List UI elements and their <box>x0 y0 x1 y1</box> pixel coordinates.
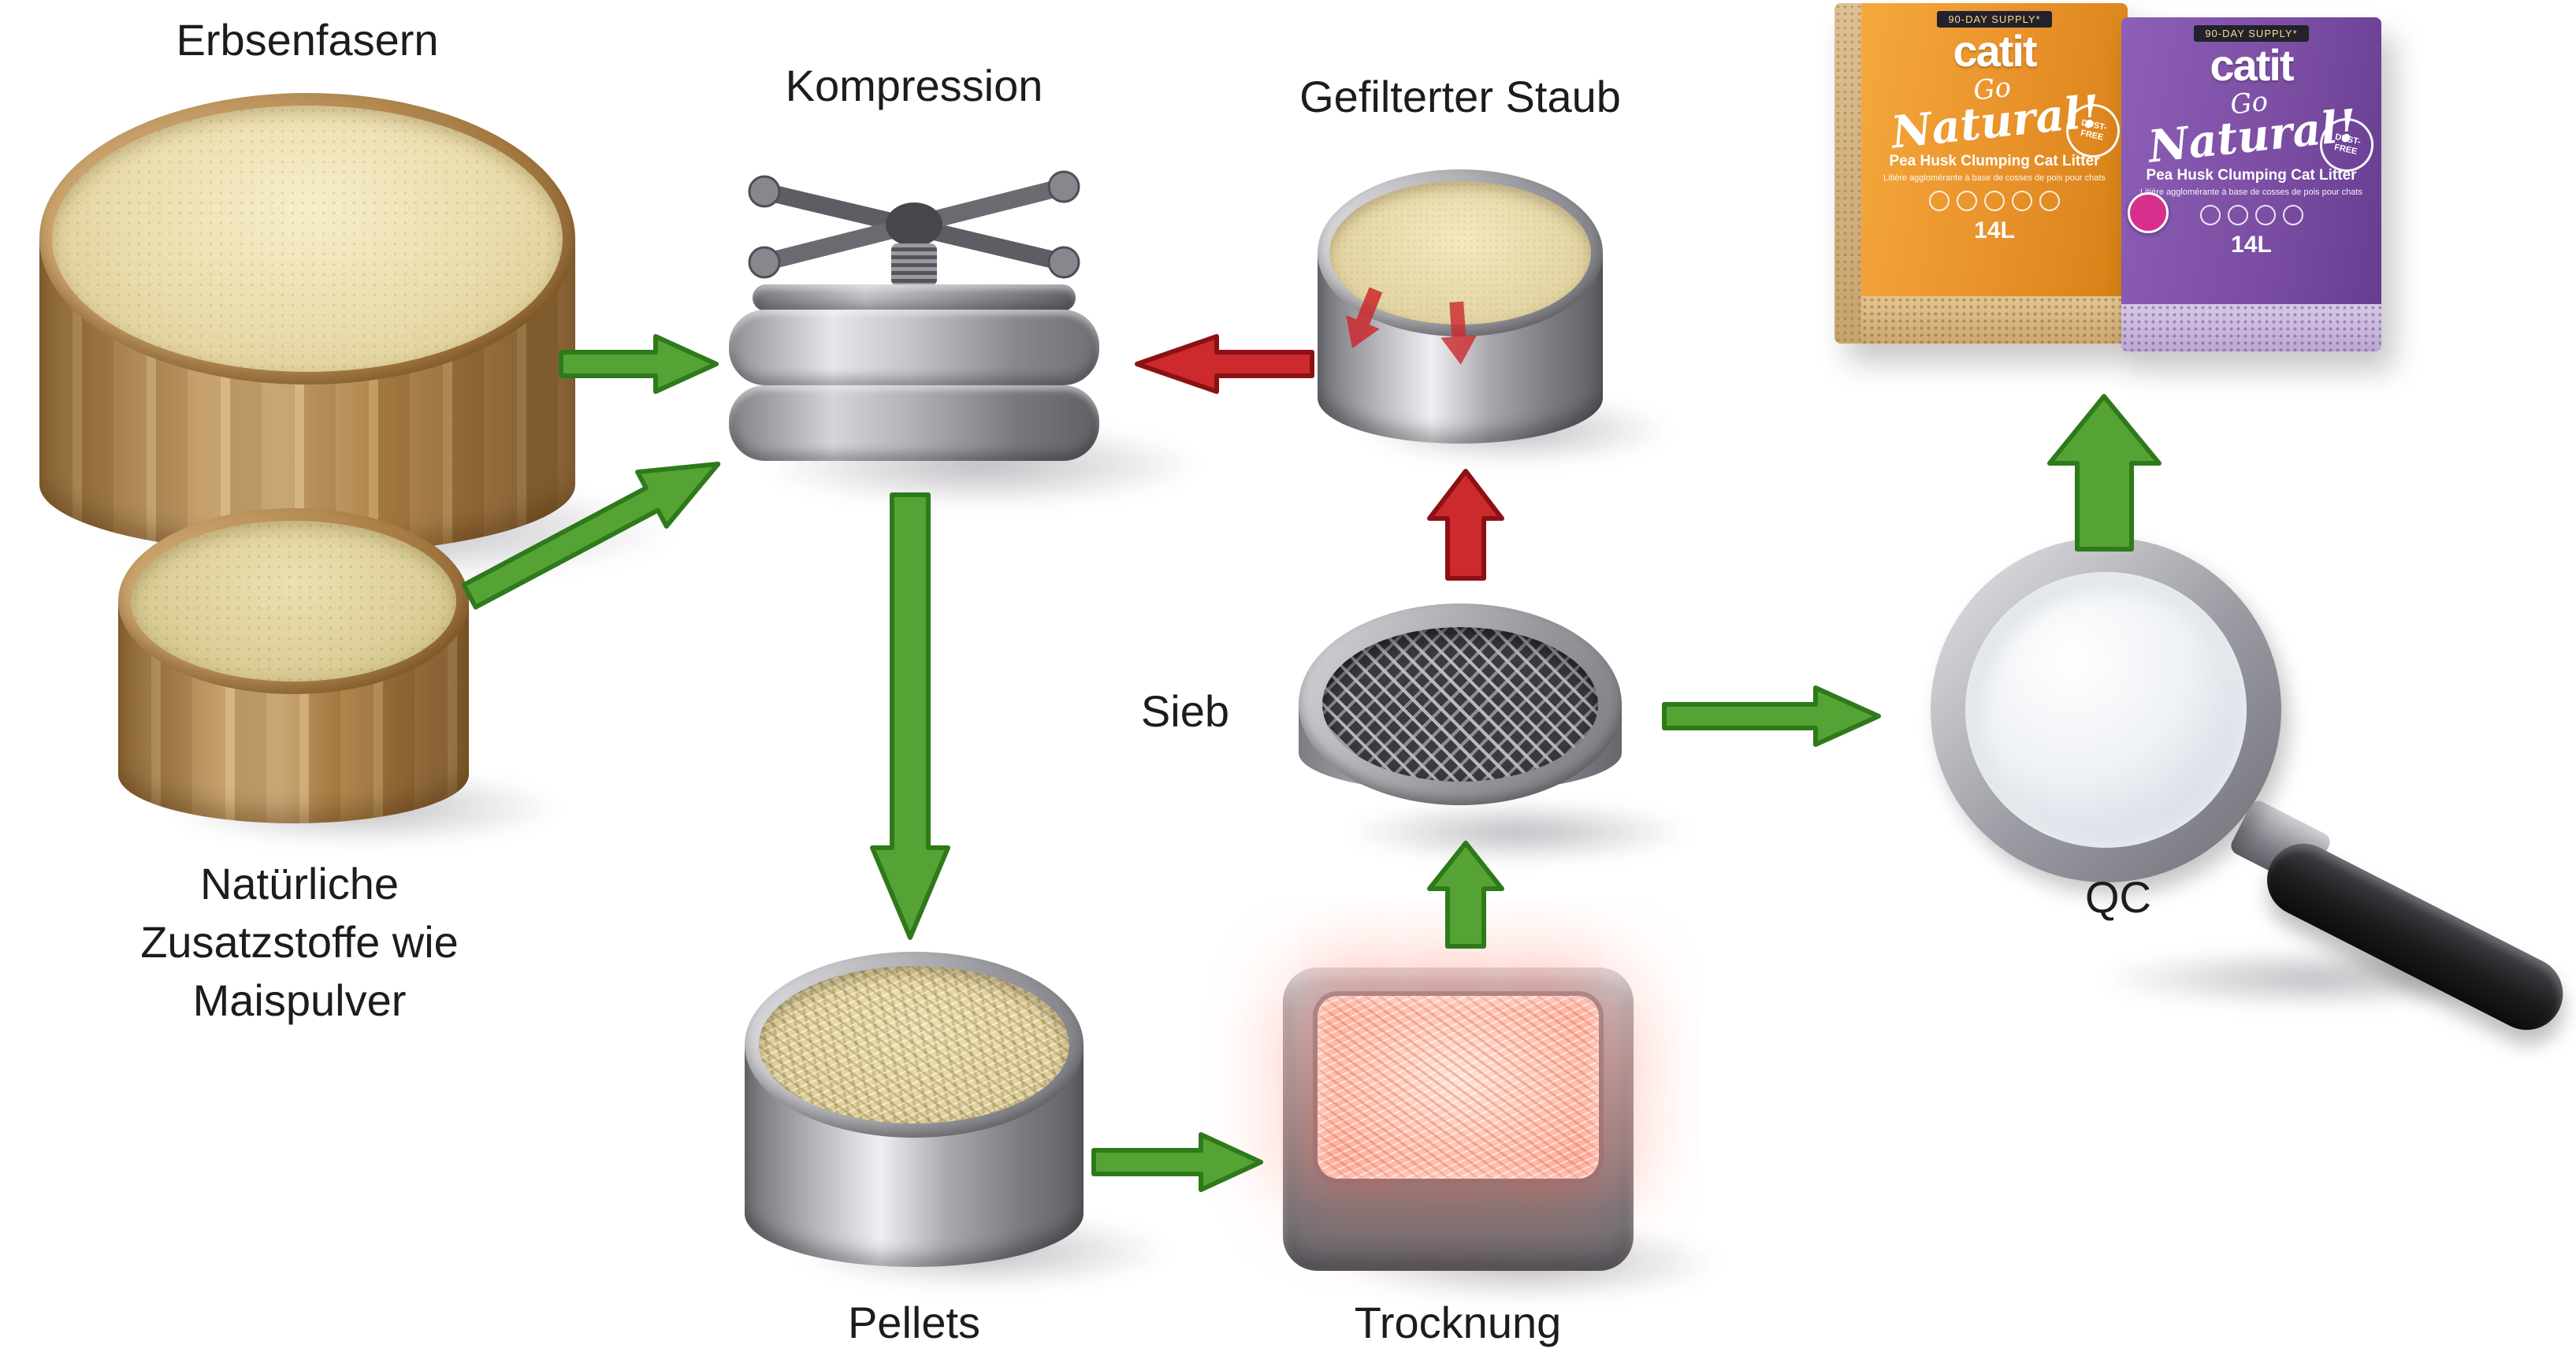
eco-icon <box>2012 191 2032 212</box>
magnifier-handle <box>2254 831 2576 1043</box>
promo-dot-badge <box>2128 192 2169 233</box>
eco-icon <box>2199 205 2221 226</box>
additives-bowl <box>118 508 559 847</box>
litter-photo-strip <box>2121 304 2381 351</box>
eco-icon <box>2227 205 2248 226</box>
label-drying: Trocknung <box>1354 1298 1562 1347</box>
arrow-sieve-to-qc <box>1662 685 1881 747</box>
brand-logo: catit <box>1953 26 2037 76</box>
eco-icon <box>1984 191 2005 212</box>
arrow-drying-to-sieve <box>1427 841 1504 949</box>
additives-fill <box>131 521 456 682</box>
arrow-dust-to-compression <box>1135 334 1314 394</box>
press-top-plate <box>753 284 1076 311</box>
press-lower-slab <box>729 385 1099 461</box>
product-banner: 90-DAY SUPPLY* <box>1937 11 2052 28</box>
pellets-bowl-rim <box>745 952 1084 1138</box>
product-box-front: 90-DAY SUPPLY* catit Go Natural! DUST-FR… <box>1861 3 2128 344</box>
label-sieve: Sieb <box>1140 686 1229 736</box>
dust-return-mark-icon <box>1346 287 1383 349</box>
product-box-purple: 90-DAY SUPPLY* catit Go Natural! DUST-FR… <box>2121 17 2381 351</box>
certification-icons <box>1861 191 2128 212</box>
eco-icon <box>2254 205 2276 226</box>
certification-icons <box>2121 205 2381 226</box>
sieve-rim <box>1299 604 1622 805</box>
pellets-bowl <box>745 952 1170 1291</box>
arrow-pellets-to-drying <box>1091 1132 1263 1192</box>
brand-logo: catit <box>2210 40 2294 90</box>
compression-press <box>729 146 1202 508</box>
magnifier-glass <box>1965 572 2247 848</box>
qc-magnifier <box>1931 537 2576 1043</box>
product-banner: 90-DAY SUPPLY* <box>2194 25 2309 42</box>
label-additives: Natürliche Zusatzstoffe wie Maispulver <box>140 859 459 1025</box>
drying-unit-glow <box>1318 996 1599 1179</box>
label-filtered-dust: Gefilterter Staub <box>1299 72 1621 121</box>
product-title: Pea Husk Clumping Cat Litter <box>2146 167 2357 184</box>
eco-icon <box>2039 191 2060 212</box>
label-pea-fibers: Erbsenfasern <box>176 15 439 65</box>
arrow-sieve-to-dust <box>1427 469 1504 581</box>
arrow-additives-to-compression <box>461 461 721 610</box>
additives-bowl-rim <box>118 508 469 694</box>
dust-return-mark-icon <box>1440 301 1478 365</box>
product-subtitle: Litière agglomérante à base de cosses de… <box>2140 188 2362 198</box>
pea-fiber-bowl-rim <box>39 93 575 384</box>
label-qc: QC <box>2085 872 2151 922</box>
eco-icon <box>1929 191 1950 212</box>
product-box-side-panel <box>1834 3 1861 344</box>
pellets-fill <box>759 966 1069 1124</box>
sieve <box>1299 604 1693 864</box>
product-size: 14L <box>1974 217 2015 244</box>
press-upper-slab <box>729 310 1099 385</box>
product-size: 14L <box>2231 232 2272 258</box>
product-subtitle: Litière agglomérante à base de cosses de… <box>1883 173 2106 184</box>
drying-unit <box>1283 968 1724 1302</box>
arrow-peafibers-to-compression <box>559 334 719 394</box>
filtered-dust-bowl <box>1318 169 1672 466</box>
product-box-orange: 90-DAY SUPPLY* catit Go Natural! DUST-FR… <box>1834 3 2128 344</box>
product-title: Pea Husk Clumping Cat Litter <box>1889 153 2100 170</box>
sieve-mesh <box>1322 627 1598 782</box>
arrow-qc-to-product <box>2047 394 2162 552</box>
eco-icon <box>1957 191 1977 212</box>
press-handle-icon <box>748 170 1080 280</box>
pea-fiber-fill <box>52 106 563 372</box>
press-spring-icon <box>891 243 937 286</box>
label-compression: Kompression <box>785 61 1043 110</box>
product-box-front: 90-DAY SUPPLY* catit Go Natural! DUST-FR… <box>2121 17 2381 351</box>
litter-photo-strip <box>1861 296 2128 344</box>
sieve-shadow <box>1346 800 1693 864</box>
arrow-compression-to-pellets <box>870 492 950 940</box>
pea-fiber-bowl <box>39 93 678 582</box>
magnifier-lens-icon <box>1931 537 2281 882</box>
label-pellets: Pellets <box>847 1298 981 1347</box>
eco-icon <box>2282 205 2303 226</box>
